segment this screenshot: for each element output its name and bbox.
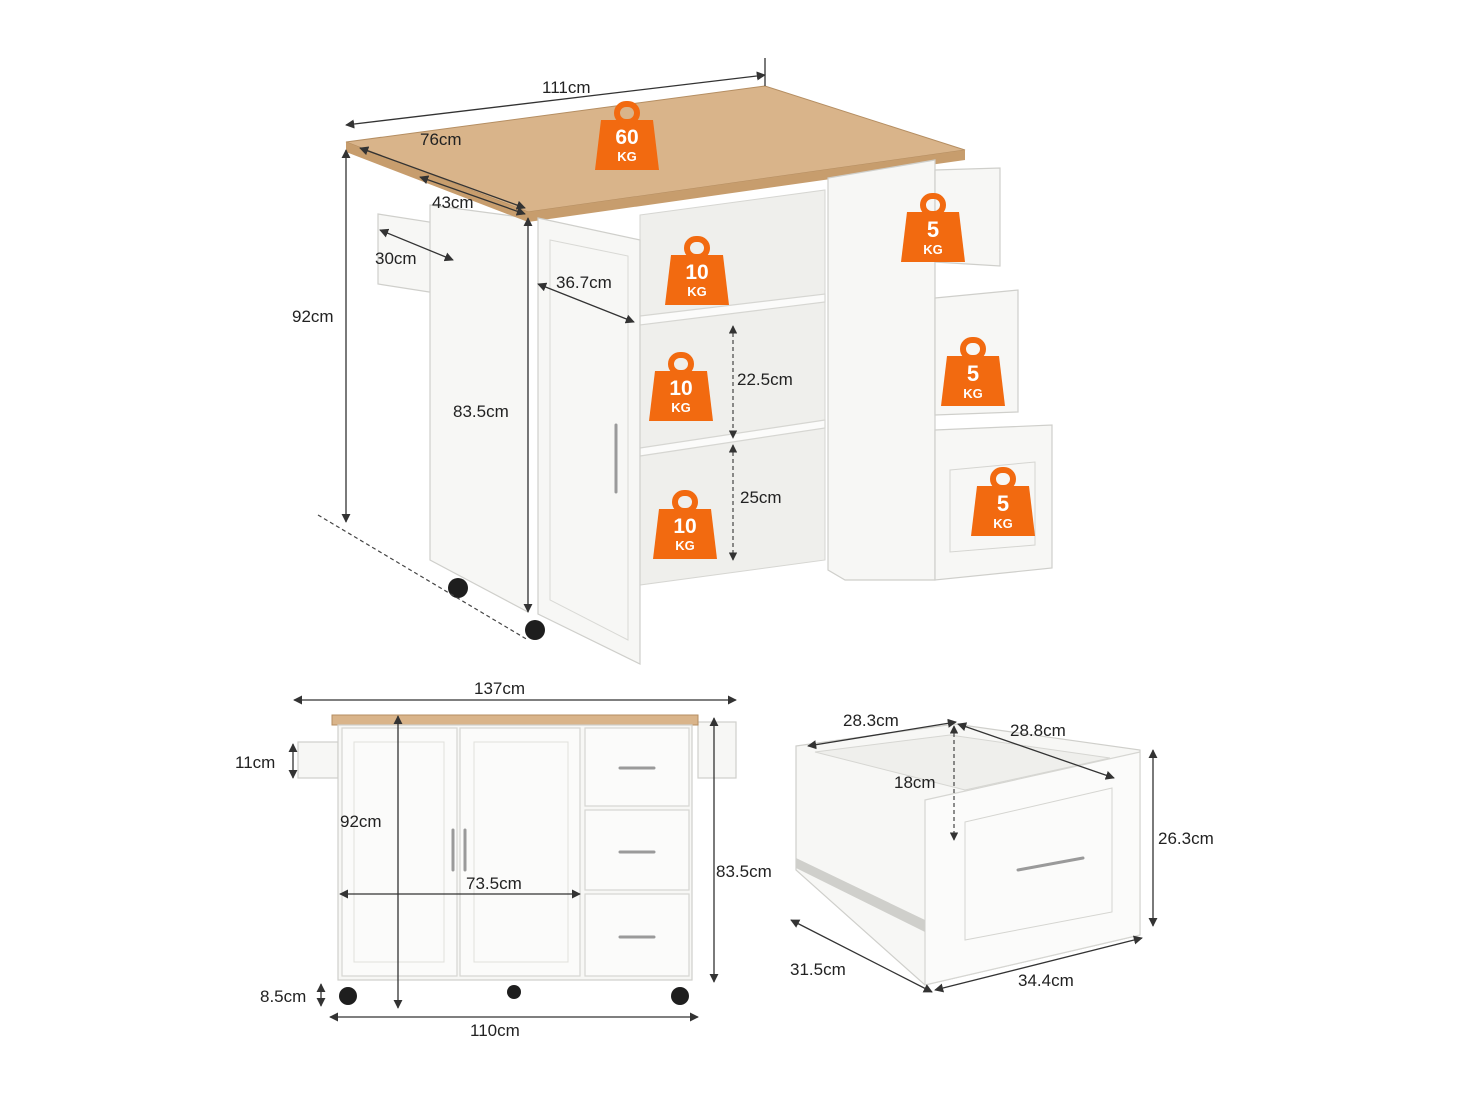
dim-top-width: 111cm [542,78,591,97]
drawer-front-panel [964,787,1113,941]
dim-front-total-width: 137cm [474,679,525,698]
weight-icon: 10 KG [665,239,729,305]
badge-shelf-low-unit: KG [675,538,695,553]
dim-top-depth: 76cm [420,130,462,149]
weight-icon: 10 KG [653,493,717,559]
dim-inner-depth: 43cm [432,193,474,212]
dim-total-height: 92cm [292,307,334,326]
dim-front-body-height: 83.5cm [716,862,772,881]
front-rack-left [297,741,339,779]
badge-drawer1-value: 5 [927,217,939,242]
badge-top-unit: KG [617,149,637,164]
weight-icon: 60 KG [595,104,659,170]
weight-icon: 5 KG [971,470,1035,536]
left-door [537,217,641,665]
drawer-rail [796,858,925,932]
dim-cabinet-depth: 36.7cm [556,273,612,292]
badge-drawer2-unit: KG [963,386,983,401]
badge-shelf-mid-value: 10 [669,377,692,400]
drawer-handle [1016,856,1085,872]
front-wheel-2 [507,985,521,999]
drawer-view: 28.3cm 28.8cm 18cm 26.3cm 31.5cm 34.4cm [790,711,1214,993]
dim-body-height: 83.5cm [453,402,509,421]
dim-drawer-inner-depth: 28.8cm [1010,721,1066,740]
dim-front-base-width: 110cm [470,1021,520,1040]
front-wheel-3 [671,987,689,1005]
wheel-2 [525,620,545,640]
badge-drawer2-value: 5 [967,361,979,386]
badge-drawer3-value: 5 [997,491,1009,516]
badge-shelf-mid-unit: KG [671,400,691,415]
dim-front-rack-height: 11cm [235,753,275,772]
weight-icon: 10 KG [649,355,713,421]
dim-drawer-depth: 31.5cm [790,960,846,979]
front-wheel-1 [339,987,357,1005]
dim-drawer-width: 34.4cm [1018,971,1074,990]
front-rack-right [697,721,737,779]
badge-shelf-top-unit: KG [687,284,707,299]
dim-shelf-gap-low: 25cm [740,488,782,507]
badge-shelf-low-value: 10 [673,515,696,538]
badge-shelf-top-value: 10 [685,261,708,284]
badge-drawer3-unit: KG [993,516,1013,531]
weight-icon: 5 KG [941,340,1005,406]
front-drawer-2 [584,809,690,891]
dim-front-wheel-height: 8.5cm [260,987,306,1006]
front-worktop [331,714,699,726]
front-view: 137cm 11cm 92cm 73.5cm 83.5cm 8.5cm 110c… [235,679,772,1040]
dim-drawer-inner-width: 28.3cm [843,711,899,730]
dim-drawer-front-height: 26.3cm [1158,829,1214,848]
front-door-left [341,727,458,977]
dim-rack-width: 30cm [375,249,417,268]
badge-top-value: 60 [615,126,638,149]
isometric-view: 111cm 76cm 43cm 30cm 92cm 36.7cm 83.5cm … [292,58,1053,665]
front-drawer-3 [584,893,690,977]
dim-front-height: 92cm [340,812,382,831]
right-door [827,159,936,581]
dim-shelf-gap-mid: 22.5cm [737,370,793,389]
weight-icon: 5 KG [901,196,965,262]
wheel-1 [448,578,468,598]
dim-drawer-inner-height: 18cm [894,773,936,792]
front-door-right [459,727,581,977]
dim-front-door-width: 73.5cm [466,874,522,893]
badge-drawer1-unit: KG [923,242,943,257]
